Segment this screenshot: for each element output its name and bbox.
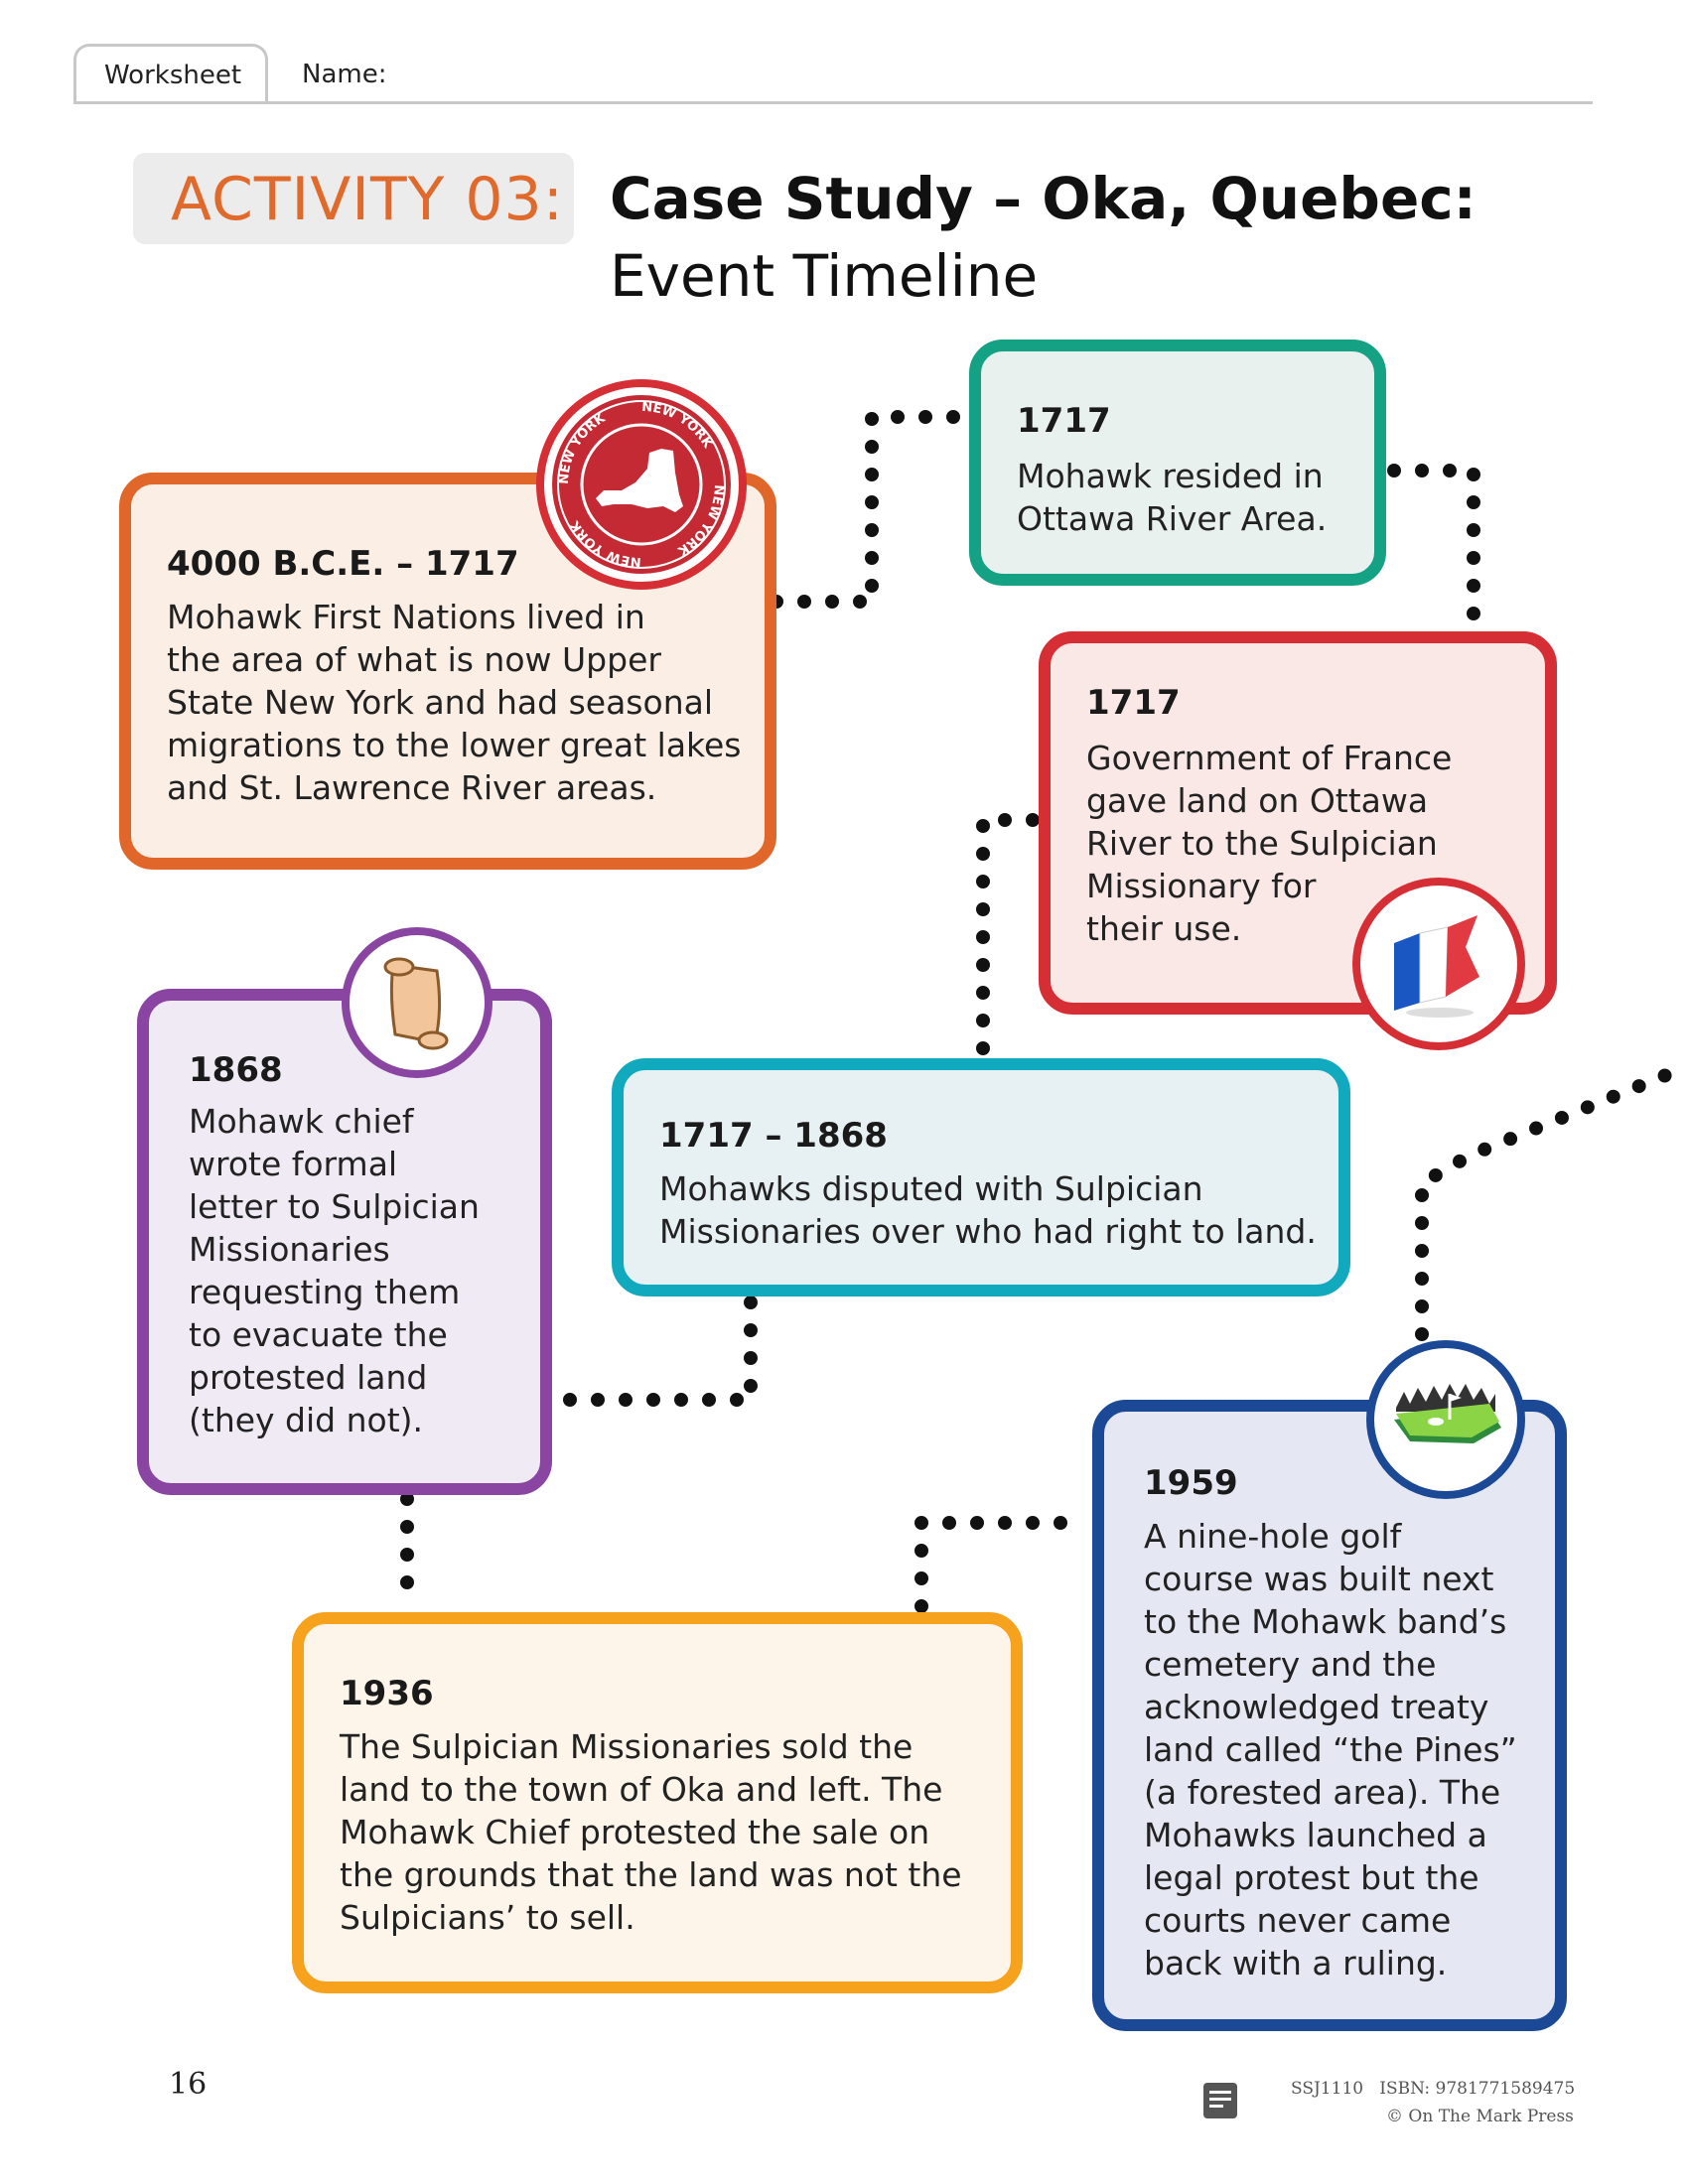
- connector-a-b: [770, 410, 968, 609]
- event-date: 1717: [1086, 683, 1181, 723]
- event-date: 1959: [1144, 1463, 1238, 1503]
- worksheet-tab: Worksheet: [73, 44, 268, 103]
- event-date: 1868: [189, 1050, 283, 1090]
- scroll-icon: [342, 927, 492, 1078]
- page-number: 16: [169, 2067, 208, 2102]
- footer-copyright: © On The Mark Press: [1386, 2107, 1574, 2126]
- page-subtitle: Event Timeline: [610, 242, 1039, 310]
- connector-d-e: [545, 1296, 758, 1407]
- new-york-stamp-icon: NEW YORK NEW YORK NEW YORK NEW YORK: [536, 379, 747, 590]
- worksheet-tab-label: Worksheet: [104, 61, 242, 90]
- golf-course-icon: [1366, 1340, 1525, 1499]
- header-rule: [73, 101, 1593, 104]
- event-date: 1936: [340, 1674, 434, 1713]
- connector-c-d: [976, 813, 1040, 1059]
- connector-f-g: [914, 1516, 1093, 1613]
- connector-g-out: [1415, 1063, 1685, 1341]
- activity-label: ACTIVITY 03:: [171, 165, 564, 234]
- event-date: 1717 – 1868: [659, 1116, 888, 1156]
- activity-pill: [133, 153, 574, 244]
- event-card-1717-1868: 1717 – 1868 Mohawks disputed with Sulpic…: [612, 1058, 1350, 1297]
- event-card-1936: 1936 The Sulpician Missionaries sold the…: [292, 1612, 1023, 1993]
- connector-b-c: [1387, 464, 1480, 642]
- name-label: Name:: [302, 60, 387, 89]
- france-flag-icon: [1352, 878, 1525, 1050]
- footer-isbn: SSJ1110 ISBN: 9781771589475: [1291, 2079, 1576, 2099]
- page-title: Case Study – Oka, Quebec:: [610, 165, 1477, 232]
- event-date: 1717: [1017, 401, 1111, 441]
- publisher-logo-icon: [1201, 2079, 1241, 2122]
- event-date: 4000 B.C.E. – 1717: [167, 544, 519, 584]
